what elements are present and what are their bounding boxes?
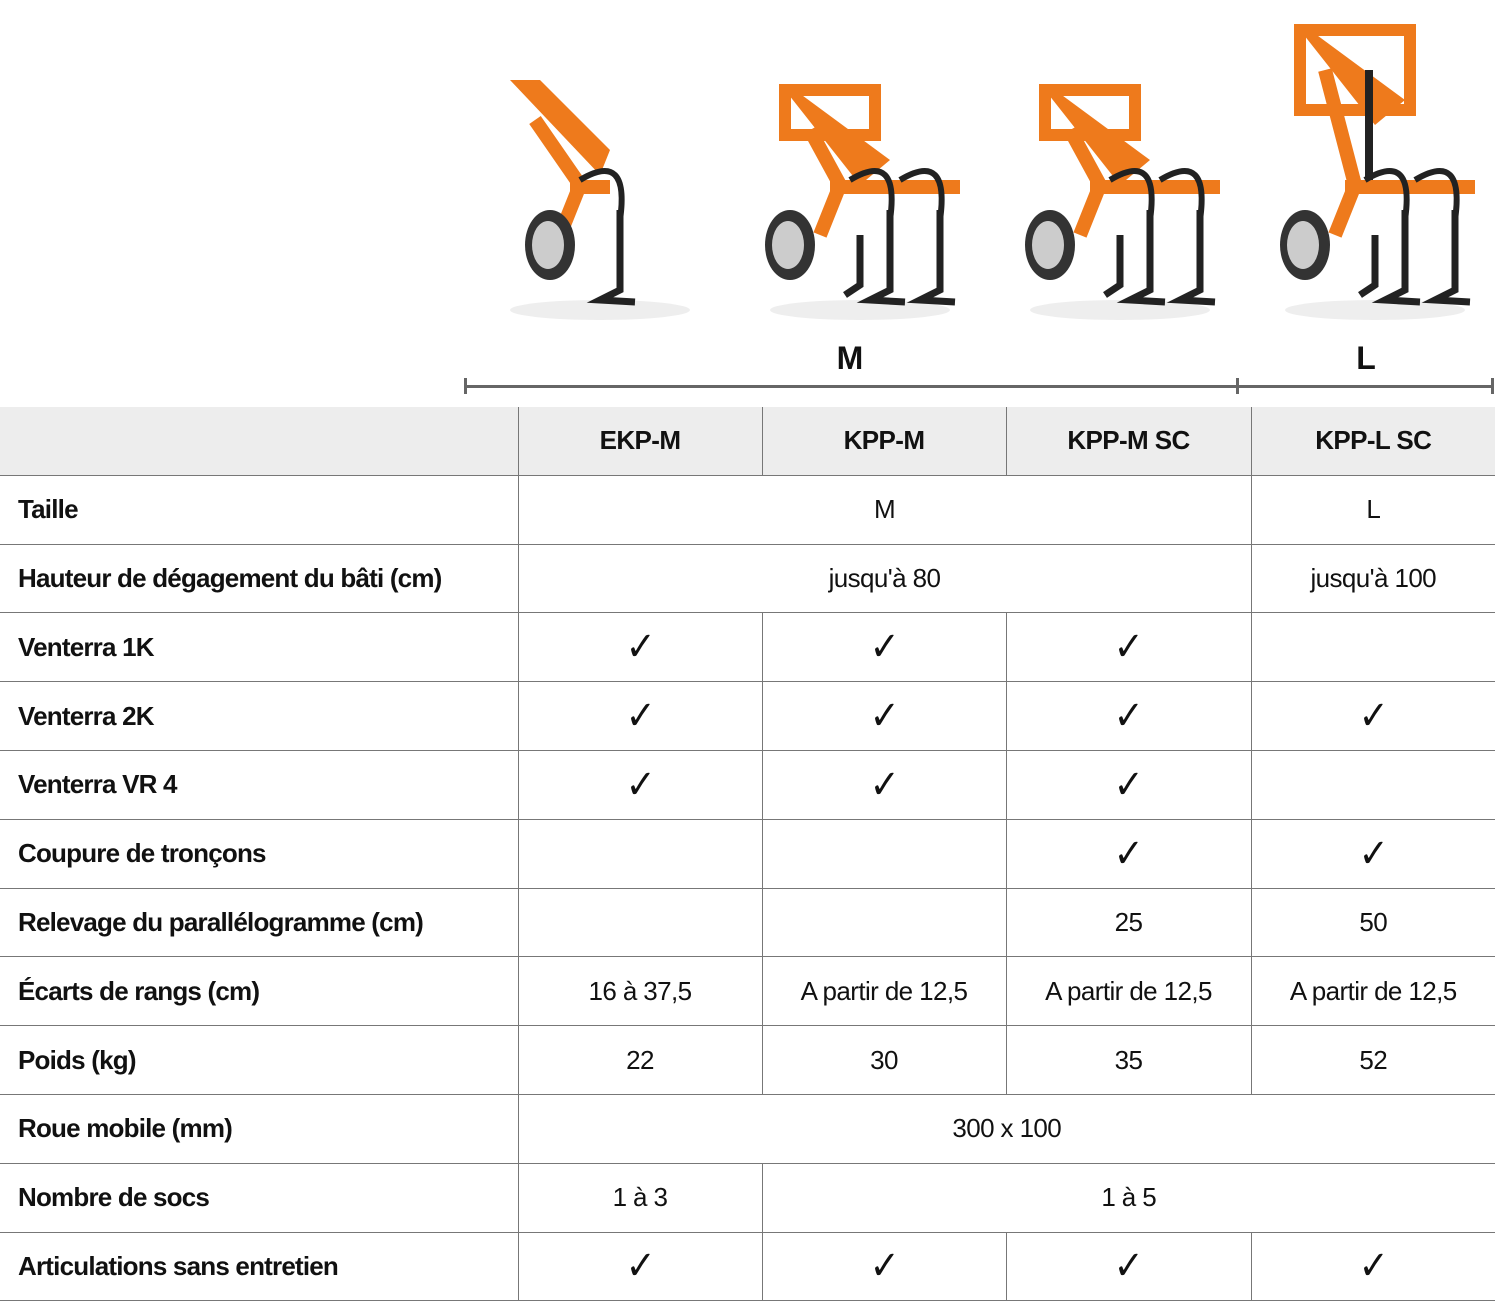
product-image-4 xyxy=(1255,10,1495,330)
table-row: Coupure de tronçons ✓ ✓ xyxy=(0,819,1495,889)
table-cell: ✓ xyxy=(517,681,762,751)
product-image-3 xyxy=(1000,10,1240,330)
table-cell: L xyxy=(1250,475,1495,545)
checkmark-icon: ✓ xyxy=(625,694,655,739)
checkmark-icon: ✓ xyxy=(1358,694,1389,739)
table-cell xyxy=(761,819,1006,889)
row-label: Écarts de rangs (cm) xyxy=(0,956,518,1027)
table-row: Articulations sans entretien ✓ ✓ ✓ ✓ xyxy=(0,1232,1495,1302)
table-cell: ✓ xyxy=(761,612,1006,683)
row-label: Articulations sans entretien xyxy=(0,1232,518,1302)
product-image-2 xyxy=(740,10,980,330)
checkmark-icon: ✓ xyxy=(625,625,655,670)
checkmark-icon: ✓ xyxy=(869,762,899,807)
table-cell: ✓ xyxy=(761,750,1006,820)
row-label: Nombre de socs xyxy=(0,1163,518,1233)
table-cell: ✓ xyxy=(1250,819,1495,889)
table-cell: ✓ xyxy=(517,612,762,683)
table-cell: 1 à 5 xyxy=(761,1163,1495,1233)
row-label: Venterra 2K xyxy=(0,681,518,751)
checkmark-icon: ✓ xyxy=(1113,694,1144,739)
table-cell: A partir de 12,5 xyxy=(1250,956,1495,1027)
bracket-tick xyxy=(1491,378,1494,394)
size-group-m-label: M xyxy=(836,340,864,376)
table-cell: 30 xyxy=(761,1025,1006,1095)
checkmark-icon: ✓ xyxy=(1113,625,1144,670)
checkmark-icon: ✓ xyxy=(869,1244,899,1289)
table-row: Roue mobile (mm)300 x 100 xyxy=(0,1094,1495,1164)
table-cell: jusqu'à 100 xyxy=(1250,544,1495,614)
table-cell xyxy=(1250,750,1495,820)
table-cell: ✓ xyxy=(1005,681,1251,751)
table-cell: 25 xyxy=(1005,888,1251,958)
table-cell: ✓ xyxy=(761,681,1006,751)
column-header: KPP-M xyxy=(761,407,1006,476)
table-cell: ✓ xyxy=(1005,612,1251,683)
column-header: KPP-L SC xyxy=(1250,407,1495,476)
checkmark-icon: ✓ xyxy=(625,762,655,807)
table-cell: 22 xyxy=(517,1025,762,1095)
checkmark-icon: ✓ xyxy=(625,1244,655,1289)
checkmark-icon: ✓ xyxy=(869,625,899,670)
table-cell: ✓ xyxy=(517,750,762,820)
checkmark-icon: ✓ xyxy=(1113,831,1144,876)
row-label: Venterra 1K xyxy=(0,612,518,683)
row-label: Taille xyxy=(0,475,518,545)
table-cell: A partir de 12,5 xyxy=(761,956,1006,1027)
checkmark-icon: ✓ xyxy=(1358,831,1389,876)
table-row: Hauteur de dégagement du bâti (cm)jusqu'… xyxy=(0,544,1495,614)
column-header: KPP-M SC xyxy=(1005,407,1251,476)
table-row: Venterra VR 4 ✓ ✓ ✓ xyxy=(0,750,1495,820)
checkmark-icon: ✓ xyxy=(1113,762,1144,807)
table-row: Venterra 1K ✓ ✓ ✓ xyxy=(0,612,1495,683)
checkmark-icon: ✓ xyxy=(869,694,899,739)
size-group-l-label: L xyxy=(1356,340,1376,376)
table-cell: ✓ xyxy=(1250,681,1495,751)
row-label: Poids (kg) xyxy=(0,1025,518,1095)
table-cell: jusqu'à 80 xyxy=(517,544,1251,614)
table-cell: ✓ xyxy=(761,1232,1006,1302)
table-cell: A partir de 12,5 xyxy=(1005,956,1251,1027)
table-cell xyxy=(517,819,762,889)
table-cell xyxy=(517,888,762,958)
row-label: Hauteur de dégagement du bâti (cm) xyxy=(0,544,518,614)
table-cell: 52 xyxy=(1250,1025,1495,1095)
table-cell: ✓ xyxy=(1005,1232,1251,1302)
table-cell: 300 x 100 xyxy=(517,1094,1495,1164)
checkmark-icon: ✓ xyxy=(1113,1244,1144,1289)
table-cell: ✓ xyxy=(1005,750,1251,820)
row-label: Roue mobile (mm) xyxy=(0,1094,518,1164)
bracket-tick xyxy=(464,378,467,394)
table-cell: ✓ xyxy=(1250,1232,1495,1302)
table-cell: 35 xyxy=(1005,1025,1251,1095)
table-cell: 50 xyxy=(1250,888,1495,958)
bracket-tick xyxy=(1236,378,1239,394)
table-cell xyxy=(1250,612,1495,683)
table-cell xyxy=(761,888,1006,958)
row-label: Relevage du parallélogramme (cm) xyxy=(0,888,518,958)
table-cell: 16 à 37,5 xyxy=(517,956,762,1027)
table-cell: 1 à 3 xyxy=(517,1163,762,1233)
checkmark-icon: ✓ xyxy=(1358,1244,1389,1289)
column-header: EKP-M xyxy=(517,407,762,476)
table-cell: ✓ xyxy=(517,1232,762,1302)
column-header xyxy=(0,407,518,476)
row-label: Coupure de tronçons xyxy=(0,819,518,889)
table-cell: ✓ xyxy=(1005,819,1251,889)
size-bracket-line xyxy=(466,385,1493,388)
table-cell: M xyxy=(517,475,1251,545)
table-row: Venterra 2K ✓ ✓ ✓ ✓ xyxy=(0,681,1495,751)
product-image-1 xyxy=(480,10,720,330)
row-label: Venterra VR 4 xyxy=(0,750,518,820)
